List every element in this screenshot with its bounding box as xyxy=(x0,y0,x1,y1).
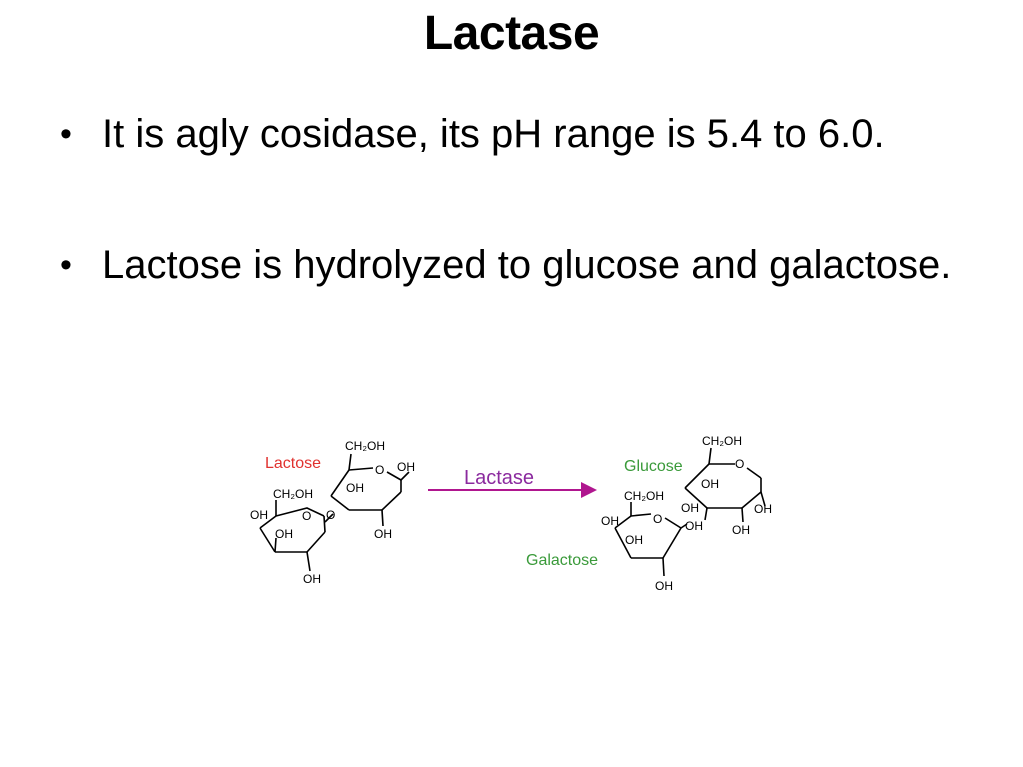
slide-title: Lactase xyxy=(423,7,600,60)
galactose-oh-left: OH xyxy=(601,514,619,528)
bullet-marker: • xyxy=(60,115,72,153)
glucose-label: Glucose xyxy=(624,458,683,475)
lactose-ring-o-left: O xyxy=(302,509,311,523)
lactose-label: Lactose xyxy=(265,455,321,472)
lactose-oh-ring-left: OH xyxy=(275,527,293,541)
lactose-glycosidic-o: O xyxy=(326,508,335,522)
lactose-oh-bottom: OH xyxy=(303,572,321,586)
lactose-ring-o-right: O xyxy=(375,463,384,477)
galactose-ring-o: O xyxy=(653,512,662,526)
lactose-ch2oh-top: CH₂OH xyxy=(345,439,385,453)
lactose-galactose-ring xyxy=(259,500,334,572)
lactose-glucose-ring xyxy=(330,453,410,527)
bullet-item-hydrolysis: • Lactose is hydrolyzed to glucose and g… xyxy=(60,239,960,291)
galactose-oh-right: OH xyxy=(685,519,703,533)
lactose-hydrolysis-diagram: CH₂OH OH OH O OH O CH₂OH O OH OH OH Lact… xyxy=(250,434,772,593)
galactose-oh-ring: OH xyxy=(625,533,643,547)
galactose-molecule: CH₂OH OH O OH OH OH Galactose xyxy=(526,489,703,593)
glucose-oh-bottom: OH xyxy=(732,523,750,537)
lactase-enzyme-label: Lactase xyxy=(464,467,534,489)
lactose-oh-ring-right: OH xyxy=(346,481,364,495)
bullet-text: It is agly cosidase, its pH range is 5.4… xyxy=(102,112,885,156)
galactose-ch2oh: CH₂OH xyxy=(624,489,664,503)
bullet-marker: • xyxy=(60,246,72,284)
galactose-label: Galactose xyxy=(526,552,598,569)
lactose-molecule: CH₂OH OH OH O OH O CH₂OH O OH OH OH Lact… xyxy=(250,439,415,586)
bullet-item-ph-range: • It is agly cosidase, its pH range is 5… xyxy=(60,108,960,160)
glucose-molecule: CH₂OH O OH OH OH OH Glucose xyxy=(624,434,772,537)
lactose-oh-right-bottom: OH xyxy=(374,527,392,541)
lactose-ch2oh-left: CH₂OH xyxy=(273,487,313,501)
glucose-oh-ring: OH xyxy=(701,477,719,491)
glucose-ch2oh: CH₂OH xyxy=(702,434,742,448)
reaction-arrow: Lactase xyxy=(428,467,597,498)
glucose-oh-right: OH xyxy=(754,502,772,516)
bullet-list: • It is agly cosidase, its pH range is 5… xyxy=(60,108,960,291)
lactose-oh-left: OH xyxy=(250,508,268,522)
lactose-oh-top-right: OH xyxy=(397,460,415,474)
glucose-oh-left: OH xyxy=(681,501,699,515)
bullet-text: Lactose is hydrolyzed to glucose and gal… xyxy=(102,243,952,287)
galactose-oh-bottom: OH xyxy=(655,579,673,593)
glucose-ring-o: O xyxy=(735,457,744,471)
